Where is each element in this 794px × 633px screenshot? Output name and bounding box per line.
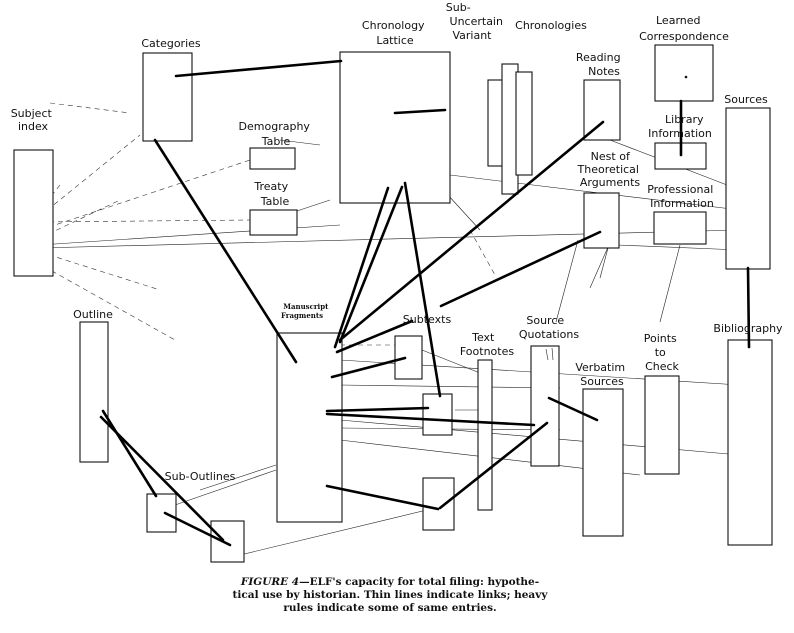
figure-caption: FIGURE 4—ELF's capacity for total filing…: [150, 576, 630, 615]
small-marks: [545, 75, 688, 361]
subtexts-box-2: [422, 393, 453, 436]
learned-correspondence-box: [654, 44, 714, 102]
tick-mark: [545, 348, 549, 361]
dot-mark: [684, 75, 688, 79]
thin-link: [39, 229, 741, 249]
label-text-footnotes: Text Footnotes: [460, 331, 514, 358]
chronology-lattice-box: [339, 51, 451, 204]
professional-information-box: [653, 211, 707, 245]
sub-outline-box-1: [146, 493, 177, 533]
tick-mark: [551, 347, 554, 361]
manuscript-fragments-box: [276, 332, 343, 523]
thin-link: [279, 139, 321, 146]
label-professional-information: Professional Information: [647, 183, 717, 210]
source-quotations-box: [530, 345, 560, 467]
label-outline: Outline: [73, 308, 113, 321]
label-treaty-table: Treaty Table: [253, 180, 291, 208]
subject-index-box: [13, 149, 54, 277]
label-points-to-check: Points to Check: [644, 332, 681, 373]
caption-line-1: FIGURE 4—ELF's capacity for total filing…: [150, 576, 630, 589]
treaty-table-box: [249, 209, 298, 236]
heavy-rule: [153, 138, 298, 364]
thin-link: [339, 384, 561, 389]
thin-link: [616, 244, 741, 251]
label-manuscript-fragments: Manuscript Fragments: [281, 302, 331, 320]
label-bibliography: Bibliography: [713, 322, 783, 335]
label-chronology-lattice: Chronology Lattice: [362, 19, 428, 47]
points-to-check-box: [644, 375, 680, 475]
thin-link: [555, 239, 579, 323]
label-verbatim-sources: Verbatim Sources: [575, 361, 628, 388]
caption-figure-label: FIGURE 4: [240, 576, 300, 588]
thin-link: [174, 469, 277, 506]
label-nest-of-arguments: Nest of Theoretical Arguments: [577, 150, 643, 189]
heavy-rule: [439, 230, 602, 308]
label-chronologies: Chronologies: [515, 19, 587, 32]
heavy-rule: [438, 421, 549, 510]
labels: Subject index Categories Chronology Latt…: [11, 1, 783, 483]
subtexts-box-3: [422, 477, 455, 531]
heavy-rule: [101, 409, 158, 498]
nest-of-arguments-box: [583, 192, 620, 249]
thin-link: [39, 199, 121, 239]
heavy-rule: [338, 185, 404, 344]
heavy-rule: [547, 396, 599, 422]
thin-link: [199, 464, 277, 491]
label-source-quotations: Source Quotations: [519, 314, 579, 341]
heavy-rule: [403, 181, 442, 398]
label-subtexts: Subtexts: [403, 313, 452, 326]
sources-box: [725, 107, 771, 270]
subtexts-box-1: [394, 335, 423, 380]
heavy-rule: [325, 484, 440, 511]
heavy-rule: [99, 415, 225, 542]
thin-link: [39, 219, 251, 223]
heavy-rule: [393, 108, 447, 115]
demography-table-box: [249, 147, 296, 170]
thin-link: [599, 247, 609, 279]
label-subject-index: Subject index: [11, 107, 56, 133]
categories-box: [142, 52, 193, 142]
heavy-rules: [99, 59, 751, 547]
heavy-rule: [335, 319, 414, 354]
heavy-rule: [333, 186, 390, 349]
heavy-rule: [325, 412, 536, 427]
bibliography-box: [727, 339, 773, 546]
thin-link: [39, 159, 251, 231]
label-reading-notes: Reading Notes: [576, 51, 624, 78]
label-sources: Sources: [724, 93, 768, 106]
outline-box: [79, 321, 109, 463]
heavy-rule: [174, 59, 343, 78]
thin-link: [39, 134, 141, 217]
thin-link: [49, 102, 131, 114]
boxes: [13, 44, 773, 563]
sub-outline-box-2: [210, 520, 245, 563]
label-sub-outlines: Sub-Outlines: [165, 470, 236, 483]
verbatim-sources-box: [582, 388, 624, 537]
caption-line-3: rules indicate some of same entries.: [283, 602, 497, 614]
reading-notes-box: [583, 79, 621, 141]
caption-line1-text: —ELF's capacity for total filing: hypoth…: [299, 576, 540, 588]
chronologies-box-3: [515, 71, 533, 176]
label-demography-table: Demography Table: [239, 120, 314, 148]
thin-link: [659, 244, 681, 323]
label-learned-correspondence: Learned Correspondence: [639, 14, 729, 43]
heavy-rule: [338, 120, 605, 342]
thin-link: [39, 251, 161, 291]
heavy-rule: [330, 356, 407, 379]
caption-line-2: tical use by historian. Thin lines indic…: [232, 589, 548, 601]
heavy-rule: [163, 511, 232, 547]
label-library-information: Library Information: [648, 113, 712, 140]
heavy-rule: [325, 406, 430, 413]
thin-link: [239, 507, 436, 556]
text-footnotes-box: [477, 359, 493, 511]
label-uncertain-variant: Sub- Uncertain Variant: [446, 1, 507, 42]
heavy-rule: [746, 266, 751, 349]
label-categories: Categories: [141, 37, 201, 50]
